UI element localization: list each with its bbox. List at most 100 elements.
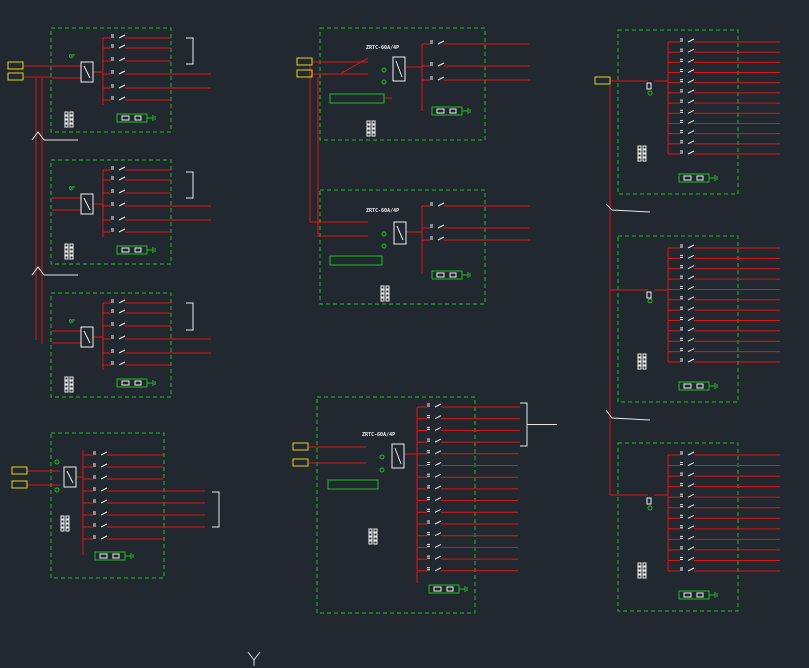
p6-terminal-cell	[385, 297, 390, 302]
p4-branch-1-switch	[100, 463, 108, 468]
p2-branch-2-switch	[118, 189, 126, 194]
p8-branch-0-switch	[687, 38, 695, 43]
p1-terminal-cell	[69, 123, 74, 128]
p3-terminal-cell	[64, 376, 69, 381]
p5-panel-border	[319, 27, 486, 141]
p10-terminal-cell	[637, 574, 642, 579]
p9-panel-border	[617, 235, 739, 403]
p3-terminal-cell	[69, 388, 74, 393]
p10-branch-9-switch	[687, 546, 695, 551]
p10-panel-border	[617, 442, 739, 612]
p9-terminal-cell	[642, 357, 647, 362]
p4-terminal-cell	[60, 527, 65, 532]
p10-branch-4-switch	[687, 493, 695, 498]
p8-branch-9-switch	[687, 130, 695, 135]
p4-label-box-1	[11, 466, 28, 475]
p4-branch-6-switch	[100, 523, 108, 528]
p3-branch-2-switch	[118, 322, 126, 327]
p4-terminal-cell	[60, 523, 65, 528]
p1-main-switch-blade	[83, 65, 91, 79]
p4-led-2	[54, 487, 60, 493]
p9-branch-9-switch	[687, 337, 695, 342]
p10-branch-8-switch	[687, 535, 695, 540]
p7-branch-14-switch	[434, 567, 442, 572]
p10-branch-1-switch	[687, 462, 695, 466]
p8-branch-7-switch	[687, 109, 695, 114]
p4-branch-4-switch	[100, 499, 108, 504]
p8-branch-3-switch	[687, 69, 695, 73]
p5-terminal-cell	[371, 128, 376, 133]
p9-branch-3-switch	[687, 275, 695, 280]
p8-branch-8-switch	[687, 120, 695, 124]
p1-meter-inner	[121, 115, 130, 121]
p7-terminal-cell	[373, 528, 378, 533]
p9-branch-4-switch	[687, 286, 695, 290]
p1-terminal-cell	[69, 119, 74, 124]
p7-meter-inner2	[446, 586, 454, 592]
p3-branch-4-switch	[118, 349, 126, 354]
p2-panel-border	[50, 159, 172, 265]
p10-terminal-cell	[637, 562, 642, 567]
p7-branch-2-switch	[434, 426, 442, 431]
p2-branch-1-switch	[118, 176, 126, 181]
p4-panel-border	[50, 432, 165, 579]
right-tap-mark-1	[605, 203, 651, 213]
p9-terminal-cell	[637, 365, 642, 370]
p10-branch-5-switch	[687, 504, 695, 509]
p5-led-1	[381, 67, 387, 73]
p6-branch-2-switch	[437, 236, 445, 241]
p3-terminal-cell	[69, 384, 74, 389]
p5-title: ZRTC-60A/4P	[366, 45, 399, 51]
p7-branch-9-switch	[434, 508, 442, 513]
p10-main-switch	[646, 497, 652, 505]
p9-terminal-cell	[642, 361, 647, 366]
p5-terminal-cell	[371, 132, 376, 137]
p1-branch-0-switch	[118, 34, 126, 39]
p8-branch-2-switch	[687, 58, 695, 63]
p8-branch-10-switch	[687, 140, 695, 145]
p4-branch-5-switch	[100, 511, 108, 516]
p5-terminal-cell	[371, 124, 376, 129]
p7-branch-1-switch	[434, 415, 442, 420]
p10-branch-0-switch	[687, 451, 695, 456]
p6-led-1	[381, 231, 387, 237]
p1-label-box-2	[7, 72, 24, 81]
p7-label-box-2	[292, 458, 309, 467]
p9-terminal-cell	[637, 353, 642, 358]
p5-terminal-cell	[371, 120, 376, 125]
p5-to-p6b	[317, 77, 320, 237]
p3-panel-border	[50, 292, 172, 398]
p5-led-2	[381, 79, 387, 85]
p9-meter-inner	[683, 383, 692, 389]
p4-terminal-cell	[65, 523, 70, 528]
p2-bracket	[186, 171, 194, 199]
p4-label-box-2	[11, 480, 28, 489]
p6-led-2	[381, 243, 387, 249]
p3-qf-label: QF	[69, 319, 75, 325]
p6-terminal-cell	[385, 289, 390, 294]
p10-led	[647, 505, 653, 511]
p1-main-switch	[80, 61, 94, 83]
p8-panel-border	[617, 29, 739, 195]
p5-terminal-cell	[366, 128, 371, 133]
p9-meter-inner2	[696, 383, 704, 389]
p6-main-switch	[393, 221, 407, 245]
p2-branch-3-switch	[118, 202, 126, 207]
p9-branch-6-switch	[687, 306, 695, 311]
p2-terminal-cell	[64, 255, 69, 260]
p2-branch-0-switch	[118, 166, 126, 171]
p6-panel-border	[319, 189, 486, 305]
p7-terminal-cell	[368, 528, 373, 533]
p2-terminal-cell	[69, 251, 74, 256]
p6-branch-0-switch	[437, 202, 445, 207]
p3-terminal-cell	[64, 388, 69, 393]
p3-terminal-cell	[69, 376, 74, 381]
p6-terminal-cell	[380, 293, 385, 298]
p8-branch-6-switch	[687, 99, 695, 104]
p1-terminal-cell	[69, 115, 74, 120]
p4-branch-7-switch	[100, 535, 108, 540]
p3-meter-inner	[121, 380, 130, 386]
p9-branch-5-switch	[687, 296, 695, 301]
p6-branch-1-switch	[437, 224, 445, 229]
